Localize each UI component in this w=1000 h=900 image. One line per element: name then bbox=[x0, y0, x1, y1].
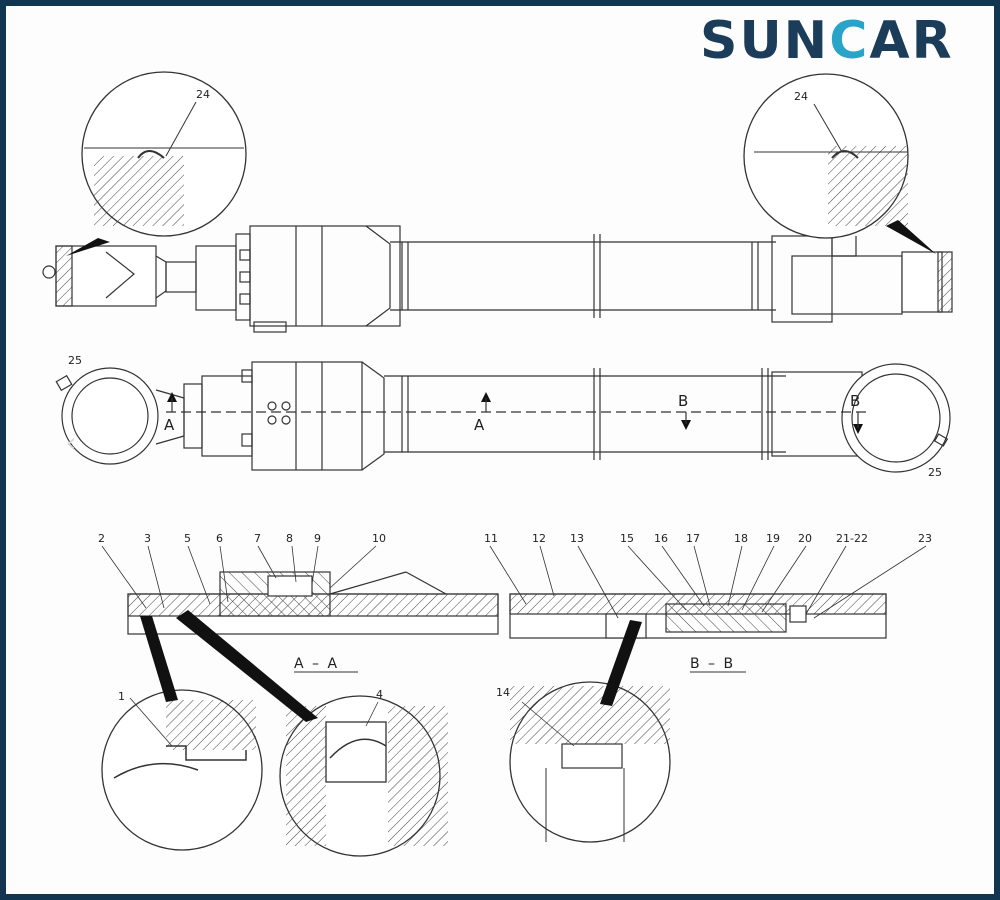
section-aa-callouts bbox=[101, 545, 377, 609]
part-number: 18 bbox=[734, 532, 748, 545]
detail-circle-top-right: 24 bbox=[743, 73, 936, 254]
part-number: 6 bbox=[216, 532, 223, 545]
detail-label-1: 1 bbox=[118, 690, 125, 703]
detail-label-4: 4 bbox=[376, 688, 383, 701]
part-number: 23 bbox=[918, 532, 932, 545]
brand-name-start: SUN bbox=[700, 11, 830, 71]
part-number: 7 bbox=[254, 532, 261, 545]
detail-circle-seal-1: 1 bbox=[101, 616, 263, 851]
cylinder-side-view bbox=[42, 225, 953, 333]
part-number: 12 bbox=[532, 532, 546, 545]
section-aa-part-numbers: 2 3 5 6 7 8 9 10 bbox=[98, 532, 386, 545]
callout-25-right: 25 bbox=[928, 466, 942, 479]
brand-logo: SUNCAR bbox=[700, 10, 990, 72]
section-bb-callouts bbox=[489, 545, 927, 619]
cylinder-top-view bbox=[55, 361, 951, 473]
part-number: 20 bbox=[798, 532, 812, 545]
callout-24-right: 24 bbox=[794, 90, 808, 103]
section-marker-b-right: B bbox=[850, 392, 860, 410]
callout-25-left: 25 bbox=[68, 354, 82, 367]
section-marker-b-mid: B bbox=[678, 392, 688, 410]
detail-label-14: 14 bbox=[496, 686, 510, 699]
part-number: 10 bbox=[372, 532, 386, 545]
part-number: 19 bbox=[766, 532, 780, 545]
part-number: 15 bbox=[620, 532, 634, 545]
part-number: 21-22 bbox=[836, 532, 868, 545]
section-title-aa: A – A bbox=[294, 656, 339, 672]
section-bb bbox=[509, 593, 887, 639]
section-aa bbox=[127, 571, 499, 635]
part-number: 2 bbox=[98, 532, 105, 545]
detail-circle-top-left: 24 bbox=[66, 71, 247, 256]
section-title-bb: B – B bbox=[690, 656, 735, 672]
part-number: 17 bbox=[686, 532, 700, 545]
brand-name-end: AR bbox=[869, 11, 954, 71]
part-number: 5 bbox=[184, 532, 191, 545]
part-number: 16 bbox=[654, 532, 668, 545]
part-number: 9 bbox=[314, 532, 321, 545]
part-number: 11 bbox=[484, 532, 498, 545]
section-marker-a-mid: A bbox=[474, 416, 485, 434]
part-number: 3 bbox=[144, 532, 151, 545]
detail-circle-seal-4: 4 bbox=[176, 610, 448, 857]
detail-circle-bush-14: 14 bbox=[496, 620, 671, 843]
callout-24-left: 24 bbox=[196, 88, 210, 101]
part-number: 8 bbox=[286, 532, 293, 545]
part-number: 13 bbox=[570, 532, 584, 545]
section-bb-part-numbers: 11 12 13 15 16 17 18 19 20 21-22 23 bbox=[484, 532, 932, 545]
cylinder-diagram: 24 24 bbox=[42, 71, 953, 857]
brand-name-accent: C bbox=[829, 11, 870, 71]
section-marker-a-left: A bbox=[164, 416, 175, 434]
chevron-left-icon[interactable]: ‹ bbox=[65, 426, 77, 459]
